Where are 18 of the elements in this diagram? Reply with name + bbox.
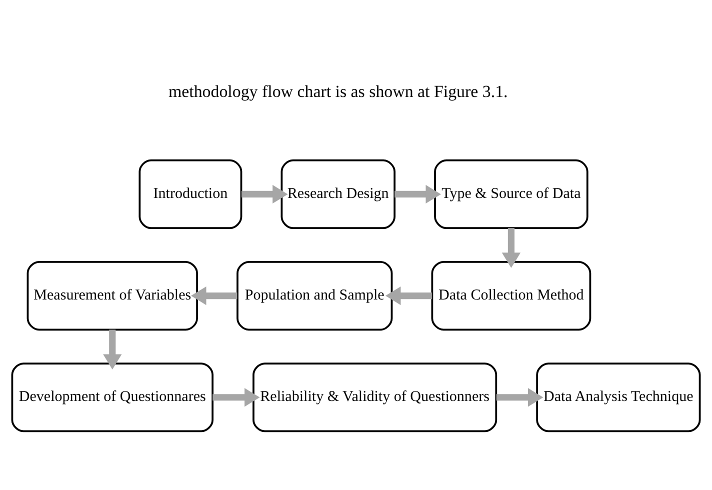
arrow — [191, 286, 238, 306]
node-box: Measurement of Variables — [26, 261, 198, 331]
arrow — [212, 388, 260, 407]
node-box: Data Collection Method — [431, 261, 592, 331]
arrow — [385, 286, 432, 306]
node-box: Data Analysis Technique — [536, 362, 701, 432]
arrow — [103, 330, 122, 370]
node-box: Reliability & Validity of Questionners — [252, 362, 498, 432]
node-box: Introduction — [138, 159, 242, 229]
arrow — [394, 184, 441, 204]
node-box: Development of Questionnares — [11, 362, 214, 432]
arrow — [496, 388, 544, 407]
node-box: Type & Source of Data — [434, 159, 588, 229]
label: methodology flow chart is as shown at Figure 3.1. — [168, 82, 508, 101]
arrow — [242, 184, 288, 204]
arrow — [502, 228, 521, 268]
node-box: Population and Sample — [236, 261, 393, 331]
node-box: Research Design — [280, 159, 396, 229]
